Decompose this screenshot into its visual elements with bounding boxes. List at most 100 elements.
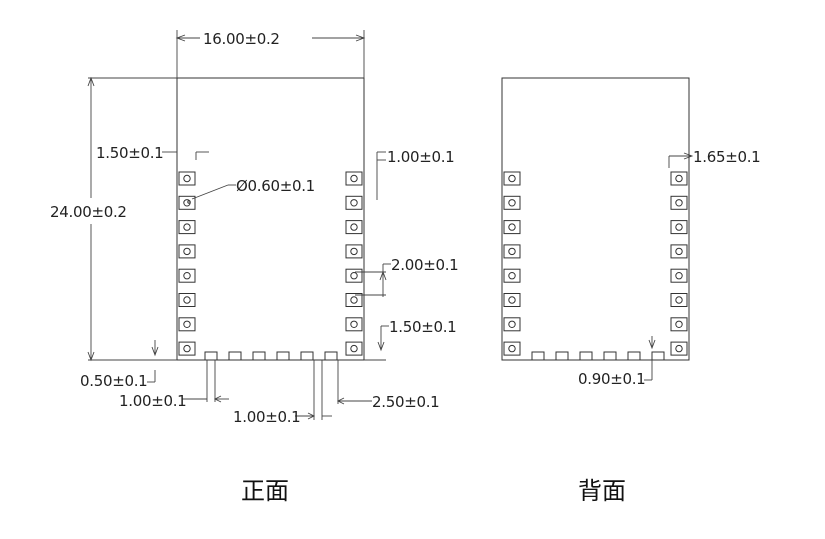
hole-diameter-leader: Ø0.60±0.1 <box>191 177 315 200</box>
back-left-pad-hole <box>508 223 516 231</box>
front-right-pad-hole <box>350 199 358 207</box>
front-right-pad <box>345 220 363 235</box>
front-left-pad-hole <box>183 272 191 280</box>
back-left-pad-hole <box>508 272 516 280</box>
front-right-pad <box>345 268 363 283</box>
back-right-pad-hole <box>675 296 683 304</box>
back-right-pad <box>670 171 688 186</box>
bottom-offset-label: 1.50±0.1 <box>389 318 456 336</box>
back-right-pad <box>670 341 688 356</box>
back-right-pad <box>670 244 688 259</box>
front-bottom-pad-row <box>204 351 338 361</box>
pitch-label: 2.00±0.1 <box>391 256 458 274</box>
front-right-pad-hole <box>350 344 358 353</box>
back-left-pad <box>503 293 521 307</box>
back-bottom-pad-row <box>531 351 665 361</box>
back-bottom-pad <box>651 351 665 361</box>
back-bottom-pad <box>531 351 545 361</box>
back-right-pad <box>670 268 688 283</box>
back-right-pad-hole <box>675 272 683 280</box>
front-right-pad-hole <box>350 174 358 183</box>
bottom-edge-label: 0.50±0.1 <box>80 372 147 390</box>
corner-offset-dimension: 2.50±0.1 <box>336 360 440 411</box>
back-right-pad <box>670 293 688 307</box>
bottom-pad-width-label: 1.00±0.1 <box>119 392 186 410</box>
front-bottom-pad <box>204 351 218 361</box>
back-right-pad-column <box>670 171 688 356</box>
back-right-pad-hole <box>675 247 683 256</box>
front-left-pad-hole <box>183 247 191 256</box>
back-side-offset-dimension: 1.65±0.1 <box>668 148 761 168</box>
front-left-pad <box>178 220 196 235</box>
back-view: 1.65±0.1 0.90±0.1 背面 <box>501 77 761 505</box>
back-left-pad <box>503 244 521 259</box>
height-dimension: 24.00±0.2 <box>50 76 177 362</box>
back-bottom-pad <box>579 351 593 361</box>
back-right-pad <box>670 317 688 332</box>
front-left-pad-hole <box>183 223 191 231</box>
front-bottom-pad <box>228 351 242 361</box>
front-right-pad-column <box>345 171 363 356</box>
front-left-pad <box>178 341 196 356</box>
pitch-dimension: 2.00±0.1 <box>355 256 459 297</box>
front-left-pad-hole <box>183 296 191 304</box>
front-right-pad-hole <box>350 272 358 280</box>
back-left-pad-column <box>503 171 521 356</box>
front-left-pad-hole <box>183 344 191 353</box>
back-bottom-offset-dimension: 0.90±0.1 <box>578 336 656 388</box>
back-left-pad-hole <box>508 344 516 353</box>
back-left-pad <box>503 341 521 356</box>
back-bottom-pad <box>555 351 569 361</box>
back-right-pad <box>670 195 688 210</box>
hole-diameter-label: Ø0.60±0.1 <box>236 177 315 195</box>
front-outline <box>176 77 365 361</box>
back-left-pad-hole <box>508 296 516 304</box>
back-left-pad <box>503 195 521 210</box>
back-right-pad-hole <box>675 344 683 353</box>
front-left-pad <box>178 293 196 307</box>
bottom-offset-dimension: 1.50±0.1 <box>364 318 457 361</box>
corner-offset-label: 2.50±0.1 <box>372 393 439 411</box>
top-offset-label: 1.50±0.1 <box>96 144 163 162</box>
back-right-pad-hole <box>675 320 683 328</box>
width-dim-label: 16.00±0.2 <box>203 30 280 48</box>
bottom-edge-dimension: 0.50±0.1 <box>80 340 159 390</box>
back-right-pad-hole <box>675 199 683 207</box>
back-left-pad-hole <box>508 174 516 183</box>
front-left-pad <box>178 195 196 210</box>
front-left-pad-hole <box>183 320 191 328</box>
back-left-pad <box>503 317 521 332</box>
front-bottom-pad <box>252 351 266 361</box>
back-outline <box>501 77 690 361</box>
front-right-pad <box>345 341 363 356</box>
pad-width-dimension: 1.00±0.1 <box>376 148 455 200</box>
back-left-pad <box>503 268 521 283</box>
pad-width-label: 1.00±0.1 <box>387 148 454 166</box>
front-right-pad <box>345 244 363 259</box>
front-view: 16.00±0.2 24.00±0.2 1.50±0.1 Ø0.60±0.1 <box>50 30 459 505</box>
front-bottom-pad <box>324 351 338 361</box>
back-right-pad-hole <box>675 174 683 183</box>
front-left-pad <box>178 171 196 186</box>
bottom-pad-width-dimension: 1.00±0.1 <box>119 360 229 410</box>
back-caption: 背面 <box>578 477 626 505</box>
front-bottom-pad <box>276 351 290 361</box>
front-right-pad-hole <box>350 296 358 304</box>
front-right-pad <box>345 171 363 186</box>
back-right-pad-hole <box>675 223 683 231</box>
bottom-pad-gap-dimension: 1.00±0.1 <box>233 360 332 426</box>
front-right-pad <box>345 293 363 307</box>
front-left-pad <box>178 268 196 283</box>
front-left-pad-column <box>178 171 196 356</box>
back-left-pad <box>503 220 521 235</box>
bottom-pad-gap-label: 1.00±0.1 <box>233 408 300 426</box>
back-right-pad <box>670 220 688 235</box>
front-right-pad <box>345 317 363 332</box>
height-dim-label: 24.00±0.2 <box>50 203 127 221</box>
front-caption: 正面 <box>241 477 289 505</box>
back-left-pad-hole <box>508 199 516 207</box>
front-right-pad-hole <box>350 320 358 328</box>
top-offset-dimension: 1.50±0.1 <box>96 144 209 162</box>
